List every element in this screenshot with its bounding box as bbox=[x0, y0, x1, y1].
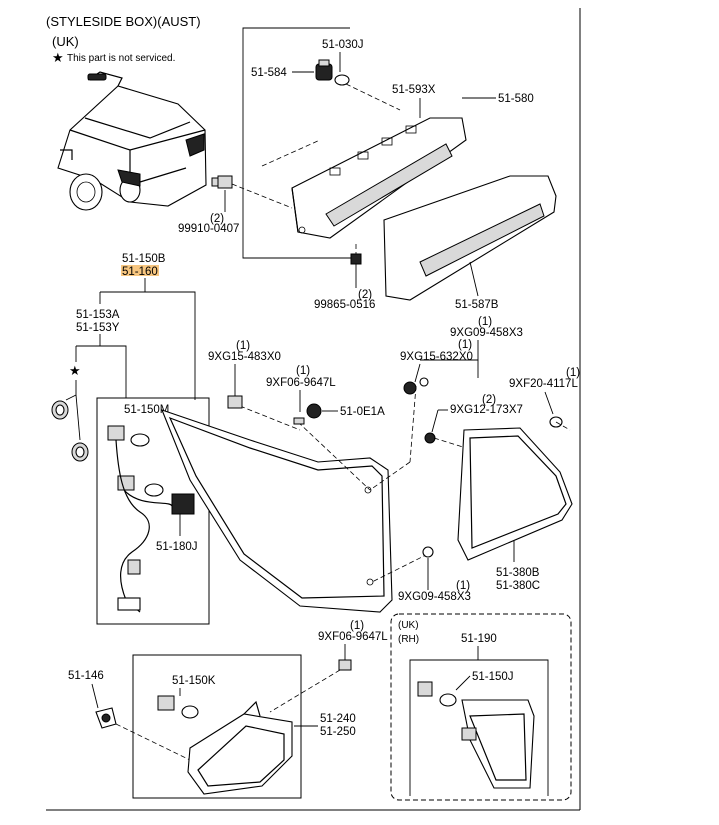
part-label-51-250: 51-250 bbox=[320, 726, 356, 738]
part-label-51-240: 51-240 bbox=[320, 713, 356, 725]
part-label-51-380C: 51-380C bbox=[496, 580, 540, 592]
highlight-51-160 bbox=[121, 265, 159, 276]
star-icon: ★ bbox=[52, 50, 64, 65]
washer-9XG09-458X3-a bbox=[419, 377, 429, 387]
part-label-51-587B: 51-587B bbox=[455, 299, 499, 311]
part-label-51-380B: 51-380B bbox=[496, 567, 540, 579]
qty-99910-0407: (2) bbox=[210, 213, 224, 225]
diagram-title: (STYLESIDE BOX)(AUST) bbox=[46, 14, 201, 29]
part-label-9XG12-173X7: 9XG12-173X7 bbox=[450, 404, 523, 416]
gasket-51-153Y bbox=[71, 442, 89, 462]
qty-9XG15-632X0: (1) bbox=[458, 339, 472, 351]
bulb-socket-51-150K bbox=[157, 695, 199, 719]
part-label-9XG15-483X0: 9XG15-483X0 bbox=[208, 351, 281, 363]
part-label-51-030J: 51-030J bbox=[322, 39, 364, 51]
gasket-51-153A bbox=[51, 400, 69, 420]
clip-99910-0407 bbox=[211, 175, 233, 189]
qty-9XF06-9647L-a: (1) bbox=[296, 365, 310, 377]
screw-9XF06-9647L-a bbox=[293, 417, 305, 425]
not-serviced-note: This part is not serviced. bbox=[67, 53, 175, 64]
part-label-51-580: 51-580 bbox=[498, 93, 534, 105]
connector-51-0E1A bbox=[306, 403, 322, 419]
washer-9XG09-458X3-b bbox=[422, 546, 434, 558]
star-icon-not-serviced: ★ bbox=[69, 363, 81, 378]
part-label-99910-0407: 99910-0407 bbox=[178, 223, 239, 235]
socket-51-584 bbox=[315, 59, 333, 81]
clip-51-146 bbox=[95, 707, 117, 729]
qty-9XG12-173X7: (2) bbox=[482, 394, 496, 406]
part-label-9XF20-4117L: 9XF20-4117L bbox=[509, 378, 578, 390]
part-label-9XG09-458X3-b: 9XG09-458X3 bbox=[398, 591, 471, 603]
side-lamp-51-190 bbox=[461, 699, 535, 789]
bulb-socket-51-150J bbox=[417, 681, 457, 707]
part-label-51-146: 51-146 bbox=[68, 670, 104, 682]
qty-9XG09-458X3-a: (1) bbox=[478, 316, 492, 328]
part-label-51-153A: 51-153A bbox=[76, 309, 120, 321]
wiring-harness bbox=[107, 425, 195, 613]
part-label-51-150J: 51-150J bbox=[472, 671, 514, 683]
region-note: (UK) bbox=[52, 34, 79, 49]
part-label-9XF06-9647L-b: 9XF06-9647L bbox=[318, 631, 388, 643]
screw-99865-0516 bbox=[350, 253, 362, 270]
stop-lamp-cover bbox=[383, 175, 557, 301]
qty-9XF06-9647L-b: (1) bbox=[350, 620, 364, 632]
side-lamp-51-240 bbox=[187, 700, 293, 795]
lamp-51-240-box bbox=[132, 654, 302, 799]
qty-9XG09-458X3-b: (1) bbox=[456, 580, 470, 592]
part-label-51-150B: 51-150B bbox=[122, 253, 166, 265]
uk-note: (UK) bbox=[398, 620, 419, 631]
part-label-51-584: 51-584 bbox=[251, 67, 287, 79]
screw-9XF06-9647L-b bbox=[338, 659, 352, 671]
stop-lamp-housing bbox=[291, 117, 467, 239]
grommet-9XG15-483X0 bbox=[227, 395, 243, 409]
bulb-51-030J bbox=[334, 74, 350, 86]
rh-note: (RH) bbox=[398, 634, 419, 645]
rear-combination-lamp bbox=[161, 409, 393, 613]
uk-rh-option-box bbox=[390, 613, 572, 801]
qty-9XG15-483X0: (1) bbox=[236, 340, 250, 352]
part-label-51-0E1A: 51-0E1A bbox=[340, 406, 385, 418]
qty-99865-0516: (2) bbox=[358, 289, 372, 301]
part-label-9XG09-458X3-a: 9XG09-458X3 bbox=[450, 327, 523, 339]
grommet-9XG15-632X0 bbox=[403, 381, 417, 395]
part-label-51-153Y: 51-153Y bbox=[76, 322, 120, 334]
part-label-9XF06-9647L-a: 9XF06-9647L bbox=[266, 377, 336, 389]
truck-illustration bbox=[57, 71, 207, 211]
reflector-51-380B bbox=[457, 427, 573, 561]
part-label-51-150K: 51-150K bbox=[172, 675, 216, 687]
qty-9XF20-4117L: (1) bbox=[566, 367, 580, 379]
part-label-9XG15-632X0: 9XG15-632X0 bbox=[400, 351, 473, 363]
part-label-51-180J: 51-180J bbox=[156, 541, 198, 553]
part-label-51-150M: 51-150M bbox=[124, 404, 169, 416]
part-label-51-190: 51-190 bbox=[461, 633, 497, 645]
part-label-51-593X: 51-593X bbox=[392, 84, 436, 96]
screw-9XG12-173X7 bbox=[424, 432, 436, 444]
part-label-99865-0516: 99865-0516 bbox=[314, 299, 375, 311]
part-label-51-160: 51-160 bbox=[122, 266, 158, 278]
